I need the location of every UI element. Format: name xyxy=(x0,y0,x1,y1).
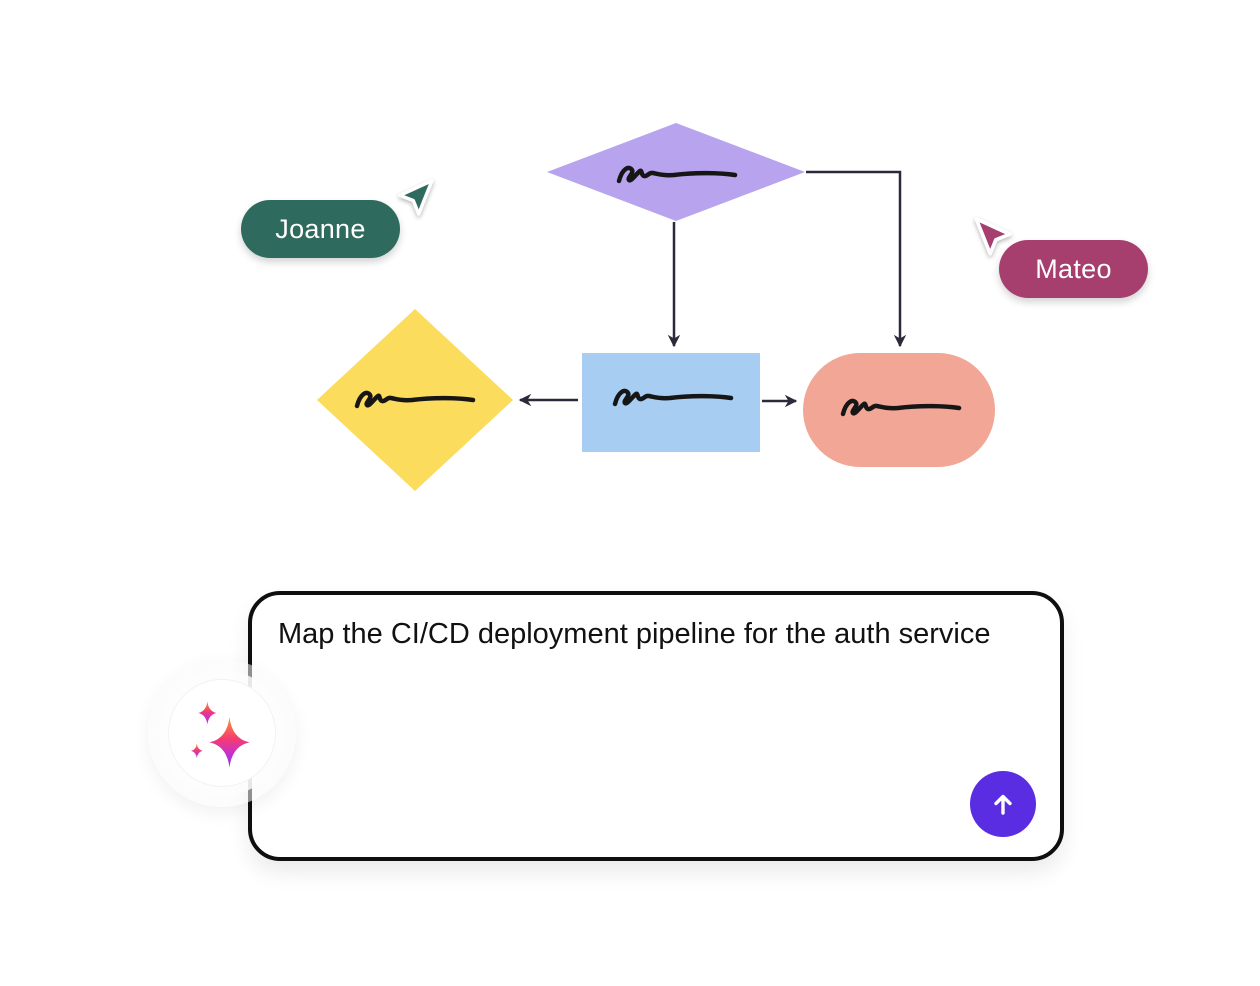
badge-ring xyxy=(159,670,285,796)
shape-rectangle-center[interactable] xyxy=(582,353,760,452)
shape-diamond-top[interactable] xyxy=(547,123,805,221)
collaborator-tag-joanne: Joanne xyxy=(241,200,400,258)
arrow-up-icon xyxy=(994,794,1012,815)
badge-inner-circle xyxy=(168,679,276,787)
send-button[interactable] xyxy=(970,771,1036,837)
cursor-pointer-joanne-icon xyxy=(398,178,434,216)
connector-top-to-stadium[interactable] xyxy=(806,170,907,348)
cursor-pointer-mateo-icon xyxy=(974,216,1012,256)
sparkles-icon xyxy=(191,701,250,768)
prompt-input[interactable]: Map the CI/CD deployment pipeline for th… xyxy=(278,618,991,650)
ai-prompt-box: Map the CI/CD deployment pipeline for th… xyxy=(248,591,1064,861)
collaborator-name-label: Mateo xyxy=(1035,253,1112,284)
collaborator-name-label: Joanne xyxy=(275,213,366,244)
ai-assistant-badge[interactable] xyxy=(148,659,296,807)
connector-group xyxy=(518,170,907,408)
collaborator-tag-mateo: Mateo xyxy=(999,240,1148,298)
